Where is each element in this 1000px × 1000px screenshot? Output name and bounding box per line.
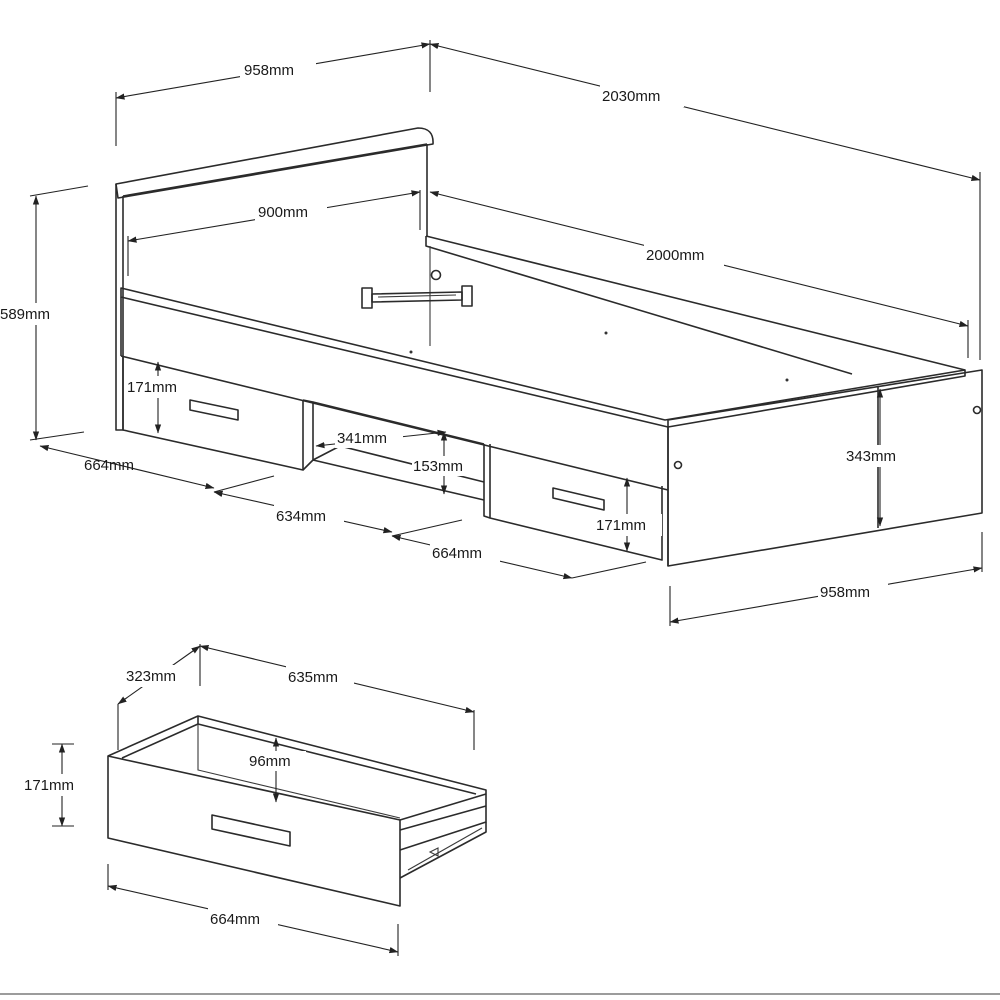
label-drawer-depth: 323mm (126, 668, 176, 685)
drawer-drawing (107, 715, 487, 907)
bed-dimension-lines (29, 40, 983, 626)
label-drawer-height: 171mm (24, 777, 74, 794)
label-inner-length: 2000mm (646, 247, 704, 264)
bed-drawing (115, 127, 983, 567)
label-width-top: 958mm (244, 62, 294, 79)
label-drawer-height-left: 171mm (127, 379, 177, 396)
deck-marks (409, 331, 789, 382)
label-width-bottom: 958mm (820, 584, 870, 601)
label-drawer-width-right: 664mm (432, 545, 482, 562)
label-height-total: 589mm (0, 306, 50, 323)
side-rail-front (120, 287, 966, 566)
under-bed-storage (122, 356, 663, 561)
label-side-height: 343mm (846, 448, 896, 465)
label-gap-width: 634mm (276, 508, 326, 525)
label-length-top: 2030mm (602, 88, 660, 105)
bed-dimension-labels: 958mm 2030mm 900mm 2000mm 589mm 171mm 66… (0, 59, 914, 603)
label-drawer-width: 664mm (210, 911, 260, 928)
label-drawer-length: 635mm (288, 669, 338, 686)
slat-bracket (361, 285, 473, 309)
label-drawer-width-left: 664mm (84, 457, 134, 474)
label-drawer-height-right: 171mm (596, 517, 646, 534)
label-drawer-inner-height: 96mm (249, 753, 291, 770)
drawer-dimension-labels: 323mm 635mm 171mm 96mm 664mm (22, 665, 354, 930)
label-shelf-depth: 341mm (337, 430, 387, 447)
label-inner-width: 900mm (258, 204, 308, 221)
label-shelf-height: 153mm (413, 458, 463, 475)
